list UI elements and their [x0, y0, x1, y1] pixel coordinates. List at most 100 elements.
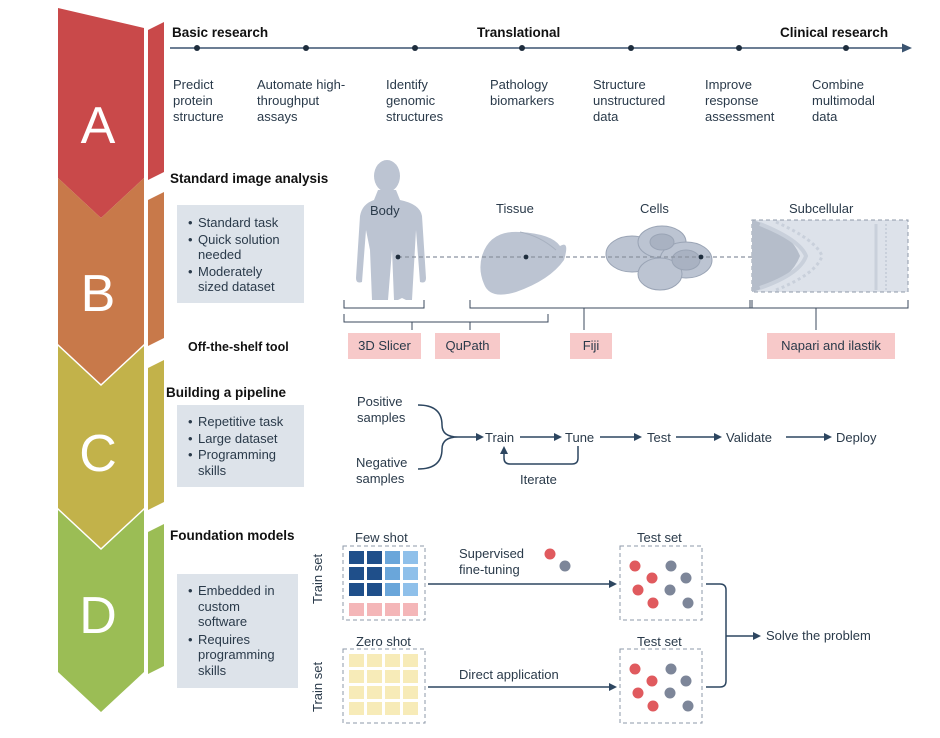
- test-dot-gray: [664, 584, 676, 596]
- input-positive: Positive samples: [357, 394, 406, 425]
- test-set-label-bottom: Test set: [637, 634, 682, 649]
- pipeline-step-deploy: Deploy: [836, 430, 877, 445]
- cells-icon: [605, 225, 713, 291]
- scale-subcellular-label: Subcellular: [789, 201, 854, 216]
- pipeline-step-tune: Tune: [565, 430, 595, 445]
- zero-shot-cell: [367, 702, 382, 715]
- few-shot-cell: [403, 583, 418, 596]
- zero-shot-cell: [367, 686, 382, 699]
- timeline-left-label: Basic research: [172, 25, 269, 40]
- zero-shot-cell: [349, 654, 364, 667]
- few-shot-cell: [385, 551, 400, 564]
- few-shot-cell: [349, 567, 364, 580]
- chevron-2: [58, 178, 144, 384]
- pipeline-flow: [417, 404, 832, 470]
- few-shot-cell: [385, 567, 400, 580]
- direct-label: Direct application: [459, 667, 559, 682]
- bullet: Standard task: [188, 215, 304, 231]
- tool-fiji: Fiji: [570, 333, 612, 359]
- timeline-right-label: Clinical research: [780, 25, 889, 40]
- zero-shot-cell: [403, 702, 418, 715]
- zero-shot-cell: [385, 670, 400, 683]
- supervised-label: Supervised fine-tuning: [459, 546, 525, 577]
- few-shot-cell: [403, 551, 418, 564]
- bullet: Repetitive task: [188, 414, 304, 430]
- tool-label: Off-the-shelf tool: [188, 340, 289, 354]
- test-dot-gray: [680, 675, 692, 687]
- few-shot-cell: [367, 551, 382, 564]
- chevron-4: [58, 510, 144, 712]
- test-dot-gray: [664, 687, 676, 699]
- iterate-label: Iterate: [520, 472, 557, 487]
- zero-shot-cell: [349, 702, 364, 715]
- pipeline-step-validate: Validate: [726, 430, 773, 445]
- chevron-side-2: [148, 192, 164, 346]
- few-shot-cell: [367, 567, 382, 580]
- timeline-step-6: Improve response assessment: [705, 77, 775, 124]
- bullet: Requires programming skills: [188, 632, 298, 679]
- few-shot-cell: [349, 551, 364, 564]
- test-dot-red: [629, 560, 641, 572]
- chevron-3: [58, 346, 144, 548]
- zero-shot-cell: [403, 670, 418, 683]
- zero-shot-cell: [367, 654, 382, 667]
- section-letter-a: A: [80, 97, 116, 155]
- timeline-axis: [170, 43, 912, 53]
- few-shot-cell: [367, 583, 382, 596]
- chevron-side-3: [148, 360, 164, 510]
- zero-shot-cell: [385, 702, 400, 715]
- section-d-title: Foundation models: [170, 528, 295, 543]
- section-letter-d: D: [79, 587, 117, 645]
- test-dot-red: [632, 584, 644, 596]
- test-dot-gray: [682, 597, 694, 609]
- timeline-mid-label: Translational: [477, 25, 561, 40]
- section-letter-c: C: [79, 425, 117, 483]
- bullet: Large dataset: [188, 431, 304, 447]
- test-set-label-top: Test set: [637, 530, 682, 545]
- chevron-band: [58, 8, 164, 712]
- scale-body-label: Body: [370, 203, 400, 218]
- few-shot-label-cell: [349, 603, 364, 616]
- test-dot-red: [647, 700, 659, 712]
- input-negative: Negative samples: [356, 455, 408, 486]
- test-dot-red: [646, 675, 658, 687]
- body-icon: [356, 160, 426, 300]
- tool-napari-ilastik: Napari and ilastik: [767, 333, 895, 359]
- few-shot-label-cell: [367, 603, 382, 616]
- few-shot-label: Few shot: [355, 530, 408, 545]
- test-dot-gray: [682, 700, 694, 712]
- test-dot-red: [629, 663, 641, 675]
- test-dot-red: [646, 572, 658, 584]
- timeline-step-4: Pathology biomarkers: [490, 77, 555, 108]
- bullet: Embedded in custom software: [188, 583, 298, 630]
- bullet: Quick solution needed: [188, 232, 304, 263]
- section-b-title: Standard image analysis: [170, 171, 329, 186]
- outcome-label: Solve the problem: [766, 628, 871, 643]
- few-shot-cell: [403, 567, 418, 580]
- pipeline-step-train: Train: [485, 430, 515, 445]
- subcellular-icon: [751, 219, 909, 293]
- section-b-bullet-box: Standard task Quick solution needed Mode…: [177, 205, 304, 303]
- zero-shot-cell: [403, 686, 418, 699]
- zero-shot-cell: [403, 654, 418, 667]
- chevron-1: [58, 8, 144, 218]
- zero-shot-cell: [349, 670, 364, 683]
- section-d-bullet-box: Embedded in custom software Requires pro…: [177, 574, 298, 688]
- scale-cells-label: Cells: [640, 201, 669, 216]
- tissue-icon: [480, 231, 567, 295]
- timeline-step-2: Automate high- throughput assays: [257, 77, 346, 124]
- chevron-side-4: [148, 524, 164, 674]
- test-dot-gray: [665, 663, 677, 675]
- tool-3d-slicer: 3D Slicer: [348, 333, 421, 359]
- chevron-side-1: [148, 22, 164, 180]
- section-c-title: Building a pipeline: [166, 385, 287, 400]
- few-shot-cell: [349, 583, 364, 596]
- timeline-step-5: Structure unstructured data: [593, 77, 666, 124]
- test-dot-red: [632, 687, 644, 699]
- section-c-bullet-box: Repetitive task Large dataset Programmin…: [177, 405, 304, 487]
- section-letter-b: B: [80, 265, 116, 323]
- few-shot-cell: [385, 583, 400, 596]
- pipeline-step-test: Test: [647, 430, 671, 445]
- few-shot-label-cell: [385, 603, 400, 616]
